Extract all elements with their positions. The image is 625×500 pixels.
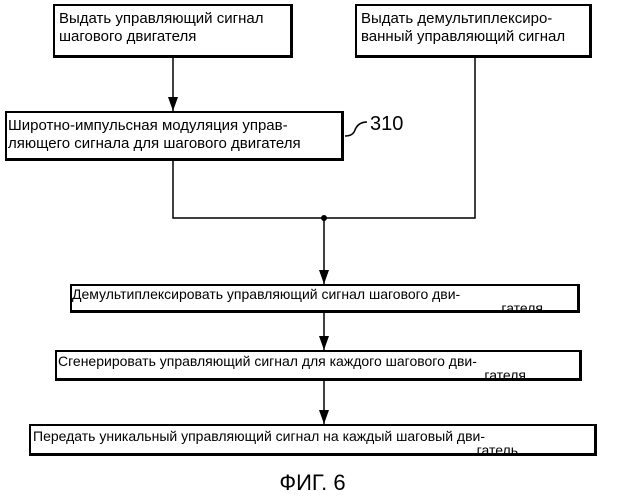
- box-text-line2: гателя: [58, 369, 579, 381]
- figure-caption: ФИГ. 6: [0, 470, 625, 496]
- box-text-line2: ляющего сигнала для шагового двигателя: [8, 135, 341, 153]
- reference-numeral-310: 310: [370, 113, 403, 136]
- box-text-line1: Широтно-импульсная модуляция управ-: [8, 117, 341, 135]
- box-text-line2: гателя: [72, 302, 577, 314]
- box-demultiplex: Демультиплексировать управляющий сигнал …: [70, 284, 580, 313]
- box-text-line1: Выдать управляющий сигнал: [59, 10, 290, 28]
- box-pwm: Широтно-импульсная модуляция управ- ляющ…: [5, 111, 344, 161]
- box-text-line2: шагового двигателя: [59, 28, 290, 46]
- ref-leader-310: [345, 122, 367, 136]
- box-generate: Сгенерировать управляющий сигнал для каж…: [55, 350, 582, 381]
- box-text-line2: ванный управляющий сигнал: [361, 28, 589, 46]
- box-text-line2: гатель: [33, 444, 594, 456]
- box-transmit: Передать уникальный управляющий сигнал н…: [29, 424, 597, 456]
- box-step-signal: Выдать управляющий сигнал шагового двига…: [53, 4, 293, 58]
- box-demux-signal: Выдать демультиплексиро- ванный управляю…: [355, 4, 592, 58]
- box-text-line1: Выдать демультиплексиро-: [361, 10, 589, 28]
